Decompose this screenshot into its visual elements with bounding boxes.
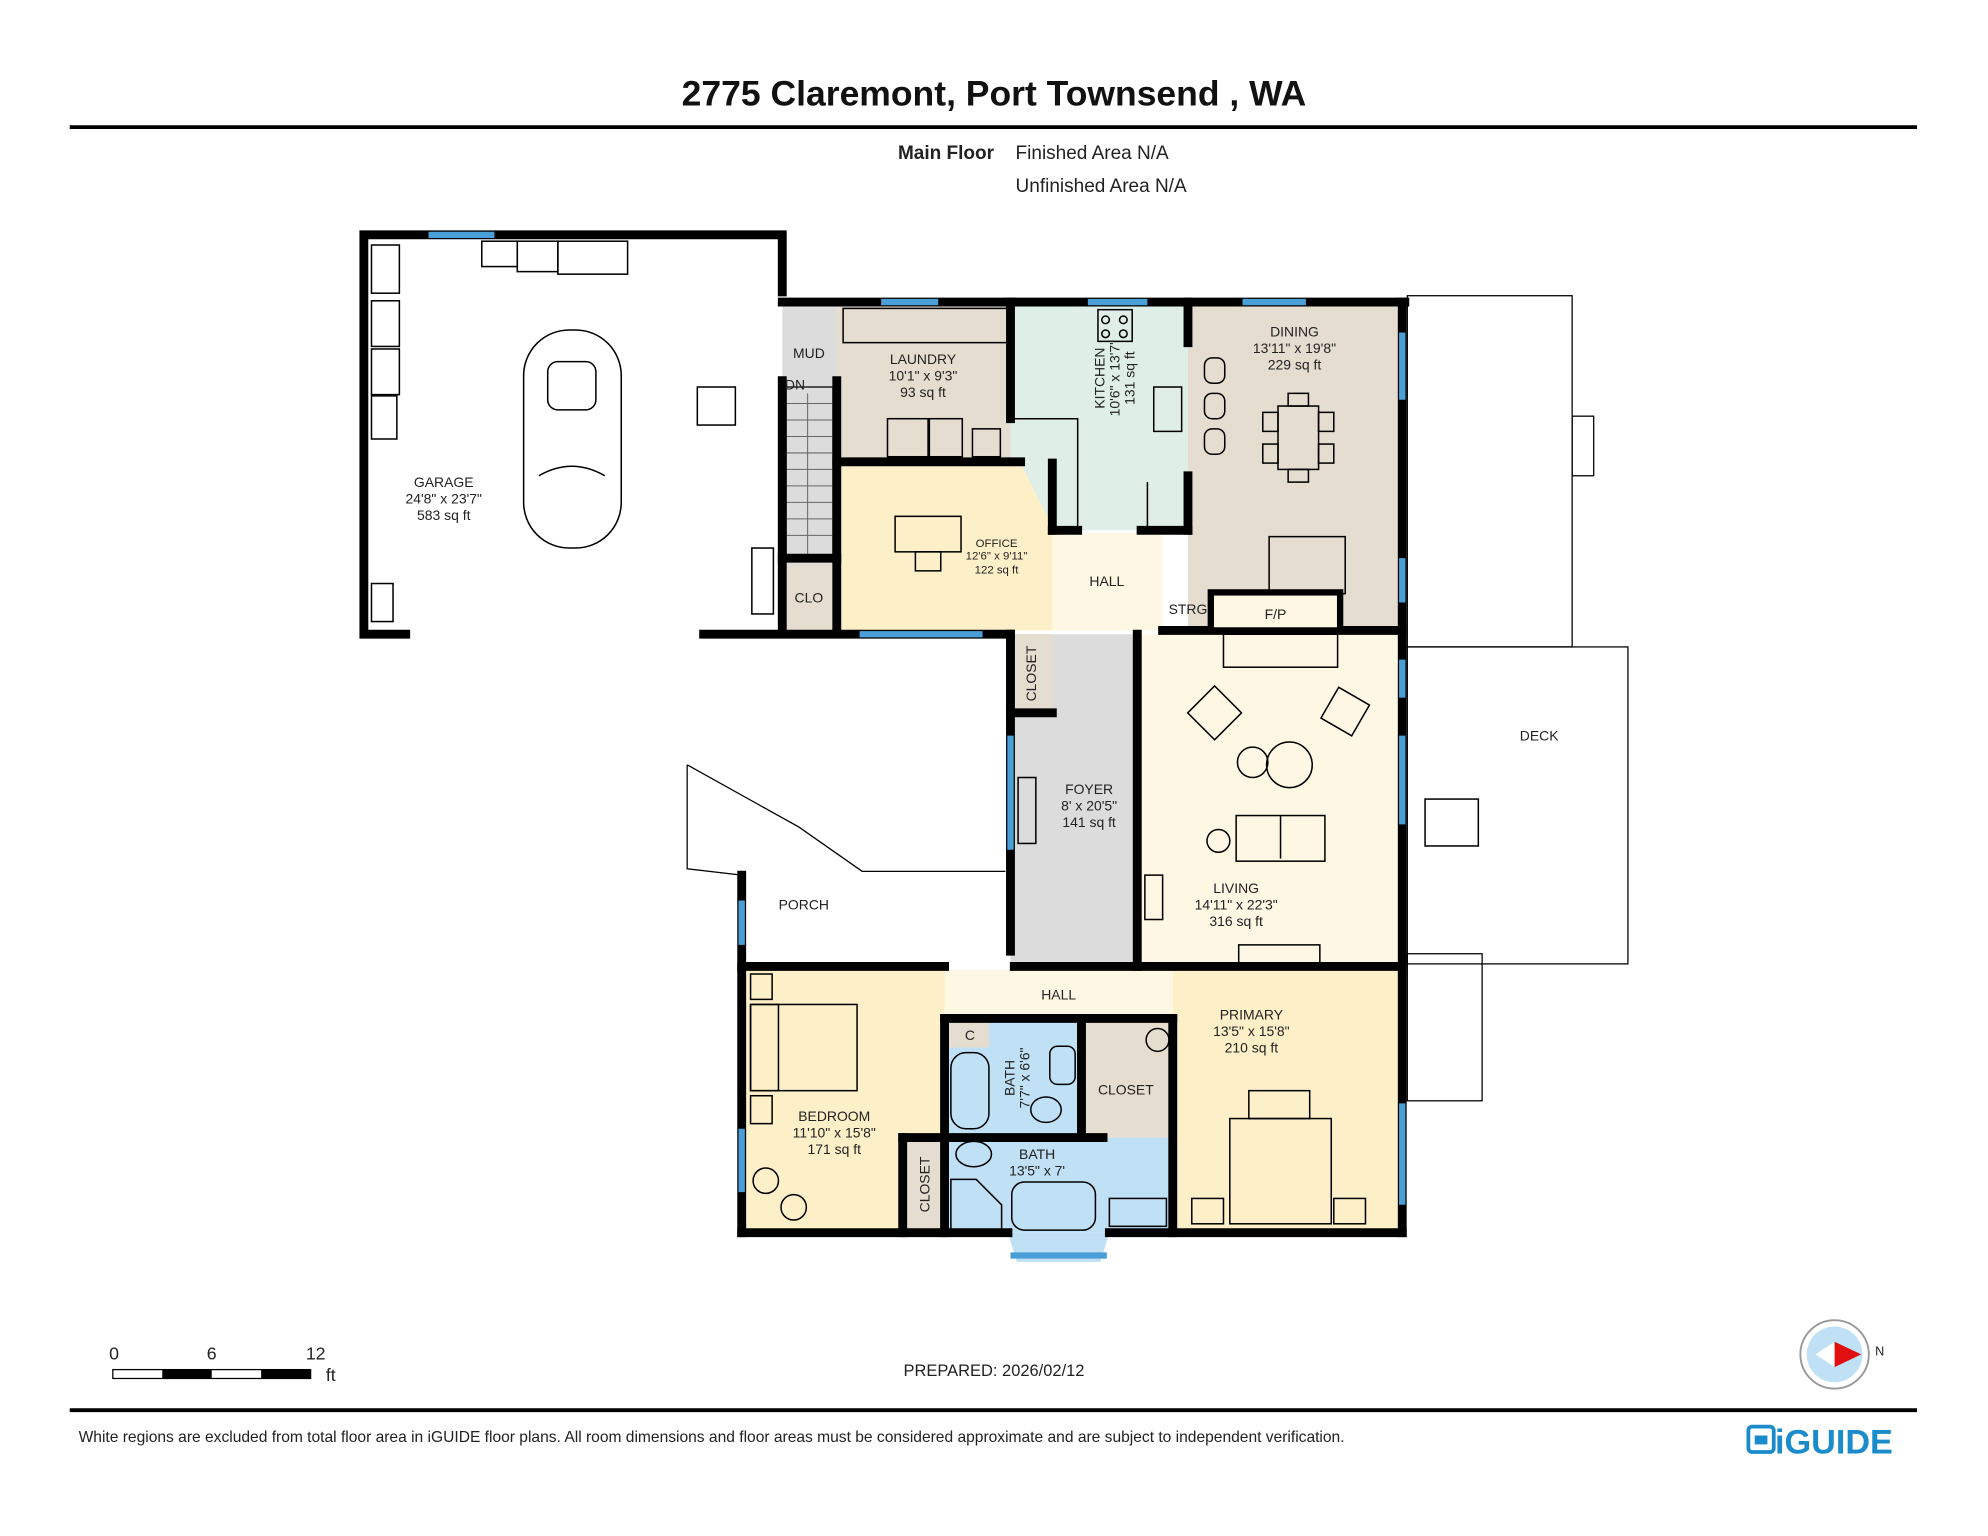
dining-dims: 13'11" x 19'8" xyxy=(1253,340,1336,356)
room-bath2 xyxy=(944,1137,1173,1233)
room-closet-mid xyxy=(1081,1020,1173,1138)
hall-upper-label: HALL xyxy=(1089,573,1124,589)
bedroom-area: 171 sq ft xyxy=(808,1141,862,1157)
bedroom-dims: 11'10" x 15'8" xyxy=(793,1125,876,1141)
garage-shelves xyxy=(370,240,775,623)
page-title: 2775 Claremont, Port Townsend , WA xyxy=(682,74,1307,114)
room-clo xyxy=(782,564,837,631)
primary-name: PRIMARY xyxy=(1220,1007,1283,1023)
kitchen-dims: 10'6" x 13'7" xyxy=(1107,340,1123,416)
porch: PORCH xyxy=(686,764,1006,912)
laundry-name: LAUNDRY xyxy=(890,351,956,367)
office-dims: 12'6" x 9'11" xyxy=(966,550,1028,562)
fp-label: F/P xyxy=(1265,606,1287,622)
prepared-date: PREPARED: 2026/02/12 xyxy=(904,1362,1085,1380)
floor-label: Main Floor xyxy=(898,143,995,164)
garage-dims: 24'8" x 23'7" xyxy=(406,491,482,507)
dn-label: DN xyxy=(785,377,805,393)
laundry-dims: 10'1" x 9'3" xyxy=(889,368,958,384)
compass-north-label: N xyxy=(1875,1345,1884,1359)
scale-unit: ft xyxy=(326,1365,336,1385)
primary-dims: 13'5" x 15'8" xyxy=(1213,1023,1289,1039)
room-garage xyxy=(363,234,783,635)
office-area: 122 sq ft xyxy=(975,564,1020,576)
room-hall-lower xyxy=(944,970,1173,1019)
dining-area: 229 sq ft xyxy=(1268,356,1322,372)
porch-label: PORCH xyxy=(779,896,829,912)
room-dining xyxy=(1187,304,1401,631)
room-mud xyxy=(782,298,837,565)
garage-area: 583 sq ft xyxy=(417,507,471,523)
strg-label: STRG xyxy=(1169,601,1208,617)
room-c xyxy=(948,1020,989,1048)
bath1-name: BATH xyxy=(1001,1060,1017,1096)
kitchen-area: 131 sq ft xyxy=(1122,351,1138,405)
dining-table-icon xyxy=(1203,357,1346,595)
clo-label: CLO xyxy=(795,590,824,606)
deck-label: DECK xyxy=(1520,728,1559,744)
bath2-dims: 13'5" x 7' xyxy=(1009,1163,1065,1179)
scale-tick-0: 0 xyxy=(109,1343,119,1363)
unfinished-area: Unfinished Area N/A xyxy=(1016,176,1187,197)
bedroom-name: BEDROOM xyxy=(798,1108,870,1124)
c-label: C xyxy=(965,1027,975,1043)
kitchen-counters xyxy=(1014,308,1183,527)
garage-name: GARAGE xyxy=(414,474,474,490)
closet-foyer-label: CLOSET xyxy=(1023,645,1039,701)
living-name: LIVING xyxy=(1213,880,1259,896)
dining-name: DINING xyxy=(1270,323,1319,339)
kitchen-name: KITCHEN xyxy=(1091,348,1107,409)
scale-tick-12: 12 xyxy=(306,1343,326,1363)
room-laundry xyxy=(836,304,1011,460)
compass-icon: N xyxy=(1799,1319,1884,1390)
living-area: 316 sq ft xyxy=(1209,913,1263,929)
room-kitchen xyxy=(1010,304,1188,531)
laundry-area: 93 sq ft xyxy=(900,384,946,400)
foyer-area: 141 sq ft xyxy=(1062,814,1116,830)
scale-tick-6: 6 xyxy=(207,1343,217,1363)
iguide-logo-text: iGUIDE xyxy=(1775,1423,1893,1461)
bath1-dims: 7'7" x 6'6" xyxy=(1017,1047,1033,1108)
mud-label: MUD xyxy=(793,345,825,361)
closet-bed-label: CLOSET xyxy=(916,1156,932,1212)
garage-car-icon xyxy=(522,329,623,549)
garage-chair-icon xyxy=(696,386,737,426)
office-name: OFFICE xyxy=(976,538,1018,550)
windows xyxy=(428,231,1406,1259)
closet-mid-label: CLOSET xyxy=(1098,1081,1154,1097)
finished-area: Finished Area N/A xyxy=(1016,143,1169,164)
room-living xyxy=(1137,634,1401,967)
kitchen-sink-icon xyxy=(1152,386,1183,433)
foyer-name: FOYER xyxy=(1065,781,1113,797)
room-closet-bed xyxy=(902,1137,945,1233)
room-primary xyxy=(1172,970,1401,1233)
primary-area: 210 sq ft xyxy=(1225,1040,1279,1056)
room-office xyxy=(836,463,1053,631)
room-labels: GARAGE 24'8" x 23'7" 583 sq ft MUD DN CL… xyxy=(406,323,1337,1212)
scale-bar: 0 6 12 ft xyxy=(109,1343,336,1385)
disclaimer: White regions are excluded from total fl… xyxy=(79,1429,1345,1446)
bath2-name: BATH xyxy=(1019,1146,1055,1162)
deck-chair-icon xyxy=(1424,798,1480,847)
bedroom-furniture xyxy=(749,973,858,1221)
office-desk-icon xyxy=(894,515,962,572)
hall-lower-label: HALL xyxy=(1041,986,1076,1002)
primary-furniture xyxy=(1145,1027,1367,1225)
living-dims: 14'11" x 22'3" xyxy=(1195,896,1278,912)
foyer-dims: 8' x 20'5" xyxy=(1061,797,1117,813)
room-hall-upper xyxy=(1052,532,1163,631)
iguide-logo: iGUIDE xyxy=(1746,1423,1893,1461)
deck: DECK xyxy=(1406,295,1629,1102)
